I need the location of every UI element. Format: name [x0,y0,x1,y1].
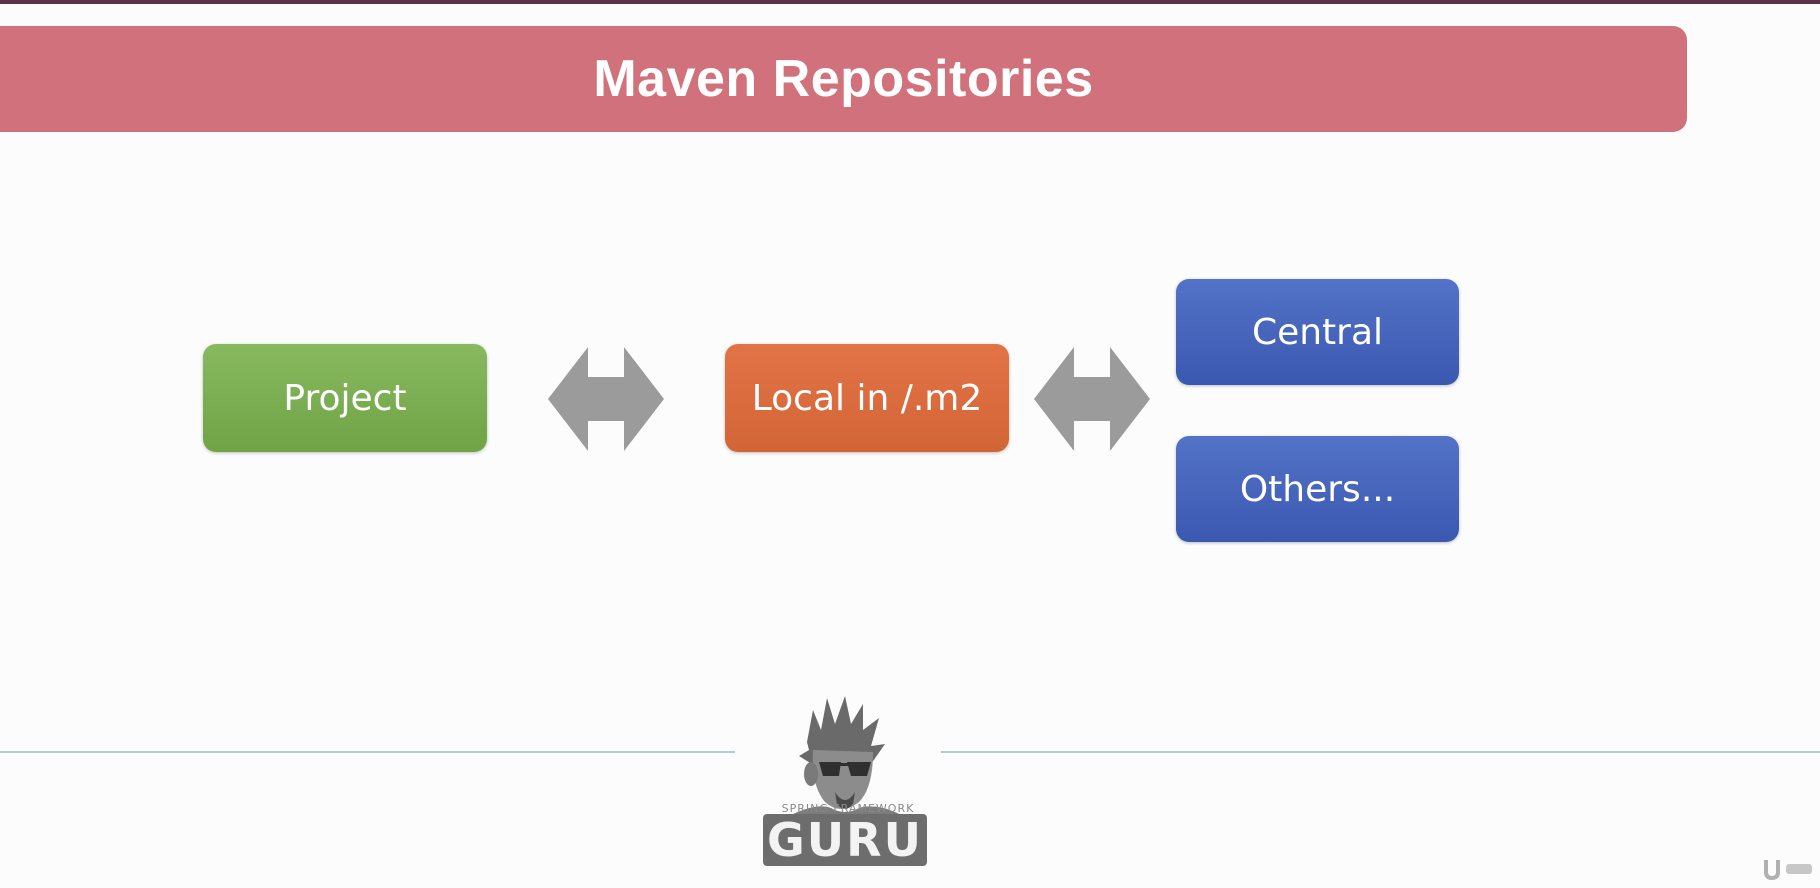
other-repositories-node: Others... [1176,436,1459,542]
logo-wordmark: GURU [763,814,927,866]
top-strip [0,0,1820,4]
local-repository-node: Local in /.m2 [725,344,1009,452]
central-repository-node: Central [1176,279,1459,385]
local-repository-label: Local in /.m2 [751,377,983,419]
double-headed-arrow-icon [1034,347,1150,451]
other-repositories-label: Others... [1239,468,1396,510]
double-headed-arrow-icon [548,347,664,451]
central-repository-label: Central [1251,311,1384,353]
slide-title: Maven Repositories [593,50,1094,108]
title-banner: Maven Repositories [0,26,1687,132]
watermark-icon [1764,860,1812,881]
logo-caption: SPRING FRAMEWORK [781,802,915,815]
footer-divider-right [941,751,1820,753]
project-node: Project [203,344,487,452]
project-label: Project [283,377,407,419]
footer-divider-left [0,751,735,753]
